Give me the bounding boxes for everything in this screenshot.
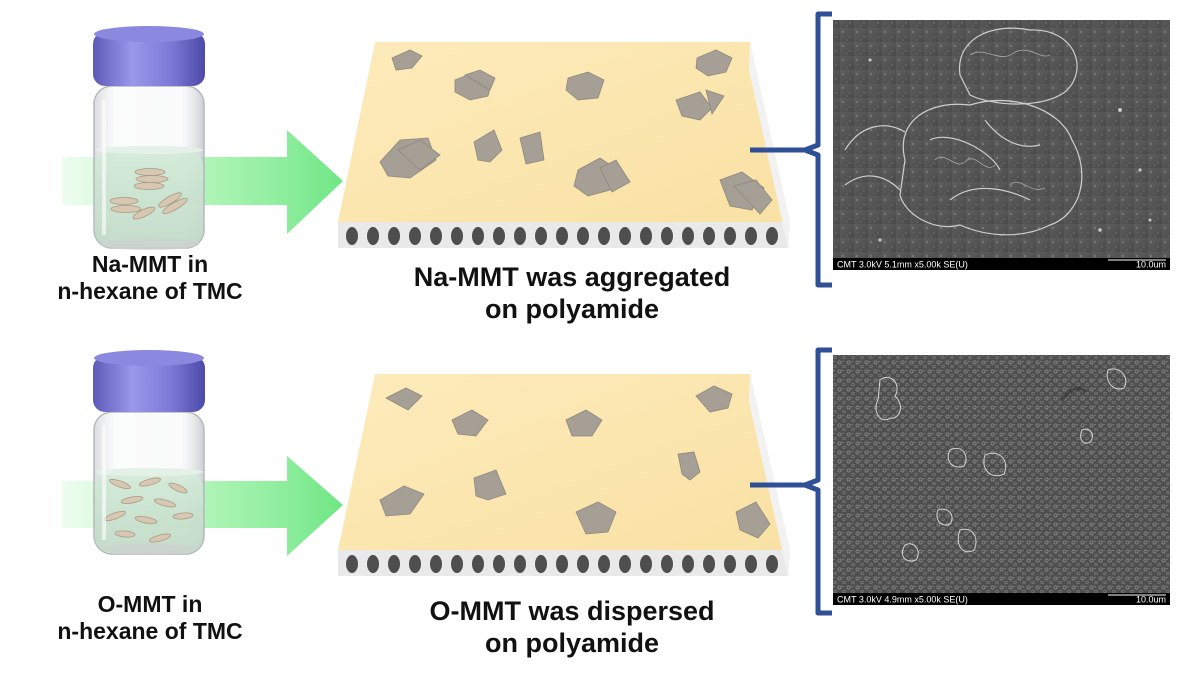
- platelets-dispersed: [379, 385, 771, 539]
- sem-caption-bottom: CMT 3.0kV 4.9mm x5.00k SE(U): [837, 595, 968, 605]
- row-top: CMT 3.0kV 5.1mm x5.00k SE(U) 10.0um: [62, 11, 1170, 288]
- vial-bottom: [93, 350, 205, 555]
- sem-image-bottom: CMT 3.0kV 4.9mm x5.00k SE(U) 10.0um: [833, 355, 1170, 605]
- vial-label-bottom-line2: n-hexane of TMC: [57, 618, 243, 645]
- sem-image-top: CMT 3.0kV 5.1mm x5.00k SE(U) 10.0um: [833, 20, 1170, 270]
- vial-label-top: Na-MMT in n-hexane of TMC: [30, 251, 270, 305]
- membrane-label-top: Na-MMT was aggregated on polyamide: [312, 262, 832, 326]
- vial-label-bottom: O-MMT in n-hexane of TMC: [30, 591, 270, 645]
- sem-caption-top: CMT 3.0kV 5.1mm x5.00k SE(U): [837, 260, 968, 270]
- bracket-bottom: [802, 347, 832, 616]
- row-bottom: CMT 3.0kV 4.9mm x5.00k SE(U) 10.0um: [62, 347, 1170, 616]
- support-pores-top: [346, 227, 778, 245]
- membrane-label-bottom: O-MMT was dispersed on polyamide: [312, 596, 832, 660]
- vial-label-top-line2: n-hexane of TMC: [57, 278, 243, 305]
- vial-label-top-line1: Na-MMT in: [91, 251, 209, 277]
- membrane-bottom: [338, 374, 790, 576]
- vial-label-bottom-line1: O-MMT in: [97, 591, 203, 617]
- vial-top: [93, 26, 205, 250]
- membrane-label-top-line2: on polyamide: [484, 293, 660, 324]
- bracket-top: [802, 11, 832, 288]
- membrane-label-top-line1: Na-MMT was aggregated: [413, 262, 731, 292]
- support-pores-bottom: [346, 555, 778, 573]
- membrane-label-bottom-line1: O-MMT was dispersed: [429, 596, 715, 626]
- sem-scale-bottom: 10.0um: [1136, 595, 1166, 605]
- sem-scale-top: 10.0um: [1136, 260, 1166, 270]
- membrane-top: [338, 42, 790, 248]
- membrane-label-bottom-line2: on polyamide: [484, 627, 660, 658]
- platelets-aggregated: [379, 49, 773, 215]
